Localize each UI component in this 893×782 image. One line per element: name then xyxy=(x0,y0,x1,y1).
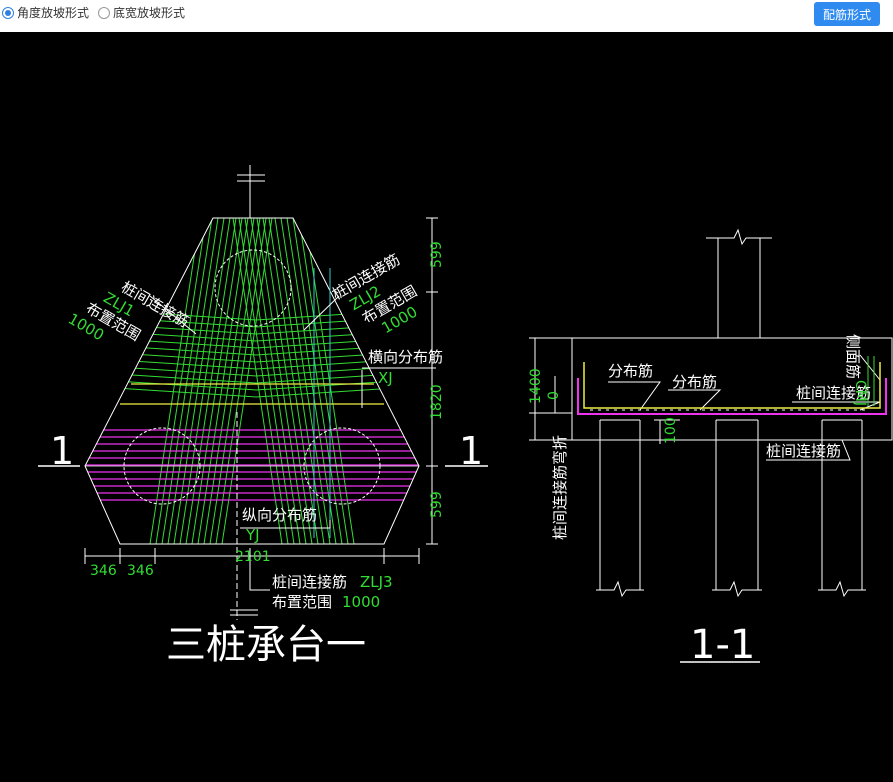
zlj3-range: 1000 xyxy=(342,593,380,611)
radio-indicator-selected[interactable] xyxy=(2,6,14,19)
xj-name: 横向分布筋 xyxy=(368,348,443,366)
rebar-hatch-line xyxy=(149,218,201,544)
section-mark-right: 1 xyxy=(459,429,483,473)
rebar-hatch-line xyxy=(280,218,331,544)
radio-angle-slope[interactable]: 角度放坡形式 xyxy=(2,4,89,21)
dim-top: 599 xyxy=(429,241,445,268)
rebar-hatch-line xyxy=(221,218,273,544)
pile-top xyxy=(214,249,292,327)
rebar-hatch-line xyxy=(250,218,301,544)
rebar-hatch-line xyxy=(292,218,343,544)
bend-label: 桩间连接筋弯折 xyxy=(551,435,569,540)
xj-code: XJ xyxy=(378,369,393,387)
rebar-hatch-line xyxy=(155,218,207,544)
rebar-hatch-line xyxy=(173,218,225,544)
drawing-canvas: 1 1 桩间连接筋 ZLJ1 布置范围 1000 桩间连接筋 ZLJ2 布置范围… xyxy=(38,165,893,668)
radio-width-slope[interactable]: 底宽放坡形式 xyxy=(98,4,185,21)
zlj-rebar-bands xyxy=(85,218,419,544)
pile-right xyxy=(303,427,381,505)
dim-bottom: 599 xyxy=(429,491,445,518)
rebar-hatch-line xyxy=(274,218,325,544)
radio-width-label: 底宽放坡形式 xyxy=(113,6,186,20)
rebar-hatch-line xyxy=(232,218,283,544)
link-bar-label-2: 桩间连接筋 xyxy=(766,442,841,460)
link-bar-label-1: 桩间连接筋 xyxy=(796,384,871,402)
dist-bar-label-2: 分布筋 xyxy=(672,373,717,391)
dim-zero: 0 xyxy=(546,391,562,400)
section-title: 1-1 xyxy=(690,622,755,668)
dim-width: 2101 xyxy=(235,549,271,565)
rebar-hatch-line xyxy=(286,218,337,544)
rebar-hatch-line xyxy=(215,218,267,544)
rebar-hatch-line xyxy=(238,218,289,544)
radio-angle-label: 角度放坡形式 xyxy=(17,6,90,20)
side-bar-label: 侧面筋 xyxy=(844,334,862,379)
dim-mid: 1820 xyxy=(429,384,445,420)
dist-bar-label-1: 分布筋 xyxy=(608,362,653,380)
rebar-hatch-line xyxy=(244,218,295,544)
pile-left xyxy=(123,427,201,505)
rebar-hatch-line xyxy=(298,218,349,544)
side-bar-code: CMJ xyxy=(852,380,868,406)
zlj3-name: 桩间连接筋 xyxy=(272,573,347,591)
section-mark-left: 1 xyxy=(50,429,74,473)
rebar-hatch-line xyxy=(185,218,237,544)
plan-view xyxy=(38,165,488,620)
dim-left2: 346 xyxy=(127,563,154,579)
radio-indicator[interactable] xyxy=(98,6,110,19)
rebar-hatch-line xyxy=(99,386,257,398)
zlj3-range-label: 布置范围 xyxy=(272,593,332,611)
dim-height: 1400 xyxy=(528,368,544,404)
rebar-form-button[interactable]: 配筋形式 xyxy=(814,2,880,26)
dim-left1: 346 xyxy=(90,563,117,579)
rebar-hatch-line xyxy=(167,218,219,544)
toolbar: 角度放坡形式 底宽放坡形式 配筋形式 xyxy=(0,0,893,32)
section-rebar xyxy=(577,356,887,415)
zlj3-code: ZLJ3 xyxy=(360,573,393,591)
dim-100: 100 xyxy=(663,417,679,444)
rebar-hatch-line xyxy=(209,218,261,544)
rebar-hatch-line xyxy=(179,218,231,544)
plan-title: 三桩承台一 xyxy=(166,622,366,668)
yj-code: YJ xyxy=(245,526,260,544)
yj-name: 纵向分布筋 xyxy=(242,506,317,524)
rebar-hatch-line xyxy=(161,218,213,544)
